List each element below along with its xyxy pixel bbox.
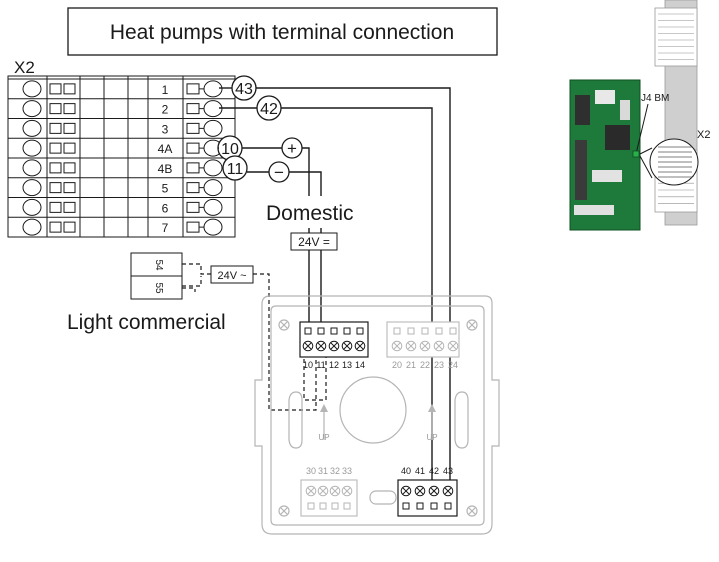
terminals-20-24: 20 21 22 23 24 xyxy=(391,327,459,370)
light-commercial-voltage-box: 24V ~ xyxy=(210,265,254,284)
terminal-row-label: 6 xyxy=(162,201,169,215)
svg-text:10: 10 xyxy=(221,141,239,158)
terminal-strip-30-33 xyxy=(300,479,358,517)
minus-symbol: − xyxy=(268,161,290,183)
terminal-number: 43 xyxy=(443,466,453,476)
terminal-row-label: 3 xyxy=(162,122,169,136)
terminal-row: 1 xyxy=(8,80,235,100)
plus-symbol: + xyxy=(281,137,303,159)
title-box: Heat pumps with terminal connection xyxy=(67,7,498,56)
wires xyxy=(218,87,451,488)
connector-label-j4bm: J4 BM xyxy=(641,93,669,104)
terminal-12: 12 xyxy=(328,327,340,370)
domestic-voltage-box: 24V = xyxy=(290,232,338,251)
terminal-31: 31 xyxy=(317,466,329,510)
terminal-54: 54 xyxy=(153,259,164,271)
svg-text:11: 11 xyxy=(227,161,244,178)
terminal-number: 31 xyxy=(318,466,328,476)
terminal-33: 33 xyxy=(341,466,353,510)
terminal-number: 12 xyxy=(329,360,339,370)
terminal-row-label: 2 xyxy=(162,103,169,117)
terminal-13: 13 xyxy=(341,327,353,370)
terminal-number: 24 xyxy=(448,360,458,370)
svg-text:+: + xyxy=(287,139,297,158)
terminal-22: 22 xyxy=(419,327,431,370)
pcb-illustration: J4 BM X2 xyxy=(569,0,710,231)
thermostat-base: UP UP xyxy=(254,295,500,535)
up-label-left: UP xyxy=(318,433,329,442)
terminal-row: 6 xyxy=(8,198,235,218)
terminals-40-43: 40 41 42 43 xyxy=(400,466,454,510)
terminal-32: 32 xyxy=(329,466,341,510)
terminal-row: 7 xyxy=(8,218,235,238)
svg-text:42: 42 xyxy=(260,101,278,118)
terminal-number: 23 xyxy=(434,360,444,370)
terminal-number: 33 xyxy=(342,466,352,476)
terminal-number: 40 xyxy=(401,466,411,476)
terminal-number: 21 xyxy=(406,360,416,370)
terminal-row-label: 5 xyxy=(162,182,169,196)
dashed-wires xyxy=(182,263,327,411)
svg-text:24V ~: 24V ~ xyxy=(217,270,246,282)
terminal-11: 11 xyxy=(315,327,327,370)
terminal-block-label: X2 xyxy=(14,58,35,77)
terminal-row: 3 xyxy=(8,119,235,139)
svg-text:24V =: 24V = xyxy=(298,235,330,249)
up-label-right: UP xyxy=(426,433,437,442)
domestic-label: Domestic xyxy=(266,202,354,225)
terminal-row-label: 1 xyxy=(162,83,169,97)
terminal-strip-20-24 xyxy=(386,321,460,358)
terminal-23: 23 xyxy=(433,327,445,370)
page-title: Heat pumps with terminal connection xyxy=(110,21,454,44)
wire-label-43: 43 xyxy=(231,75,257,101)
terminal-strip-10-14 xyxy=(299,321,369,358)
terminal-row: 4B xyxy=(8,159,235,179)
terminal-strip-40-43 xyxy=(397,479,458,517)
terminal-row-label: 4A xyxy=(158,142,173,156)
terminal-number: 22 xyxy=(420,360,430,370)
svg-text:−: − xyxy=(274,163,284,182)
wire-label-42: 42 xyxy=(256,95,282,121)
terminal-number: 10 xyxy=(303,360,313,370)
terminal-number: 13 xyxy=(342,360,352,370)
svg-text:43: 43 xyxy=(235,81,253,98)
terminal-number: 41 xyxy=(415,466,425,476)
terminal-14: 14 xyxy=(354,327,366,370)
terminal-row: 4A xyxy=(8,139,235,159)
terminal-43: 43 xyxy=(442,466,454,510)
terminal-row: 5 xyxy=(8,179,235,198)
terminal-number: 11 xyxy=(316,360,325,370)
terminal-row-label: 7 xyxy=(162,221,169,235)
terminal-21: 21 xyxy=(405,327,417,370)
x2-board-label: X2 xyxy=(697,129,710,141)
terminal-10: 10 xyxy=(302,327,314,370)
terminal-42: 42 xyxy=(428,466,440,510)
terminal-number: 14 xyxy=(355,360,365,370)
terminal-number: 20 xyxy=(392,360,402,370)
terminal-row-label: 4B xyxy=(158,162,173,176)
light-commercial-label: Light commercial xyxy=(67,311,226,334)
terminal-41: 41 xyxy=(414,466,426,510)
wire-label-11: 11 xyxy=(222,155,248,181)
terminal-number: 42 xyxy=(429,466,439,476)
light-commercial-terminals: 54 55 xyxy=(130,252,183,300)
terminal-block-x2: X2 1 2 3 4A 4B 5 6 7 xyxy=(7,58,236,238)
terminal-number: 30 xyxy=(306,466,316,476)
terminal-40: 40 xyxy=(400,466,412,510)
terminal-20: 20 xyxy=(391,327,403,370)
terminal-row: 2 xyxy=(8,100,235,119)
terminal-55: 55 xyxy=(153,282,164,294)
terminal-30: 30 xyxy=(305,466,317,510)
terminal-number: 32 xyxy=(330,466,340,476)
terminal-24: 24 xyxy=(447,327,459,370)
